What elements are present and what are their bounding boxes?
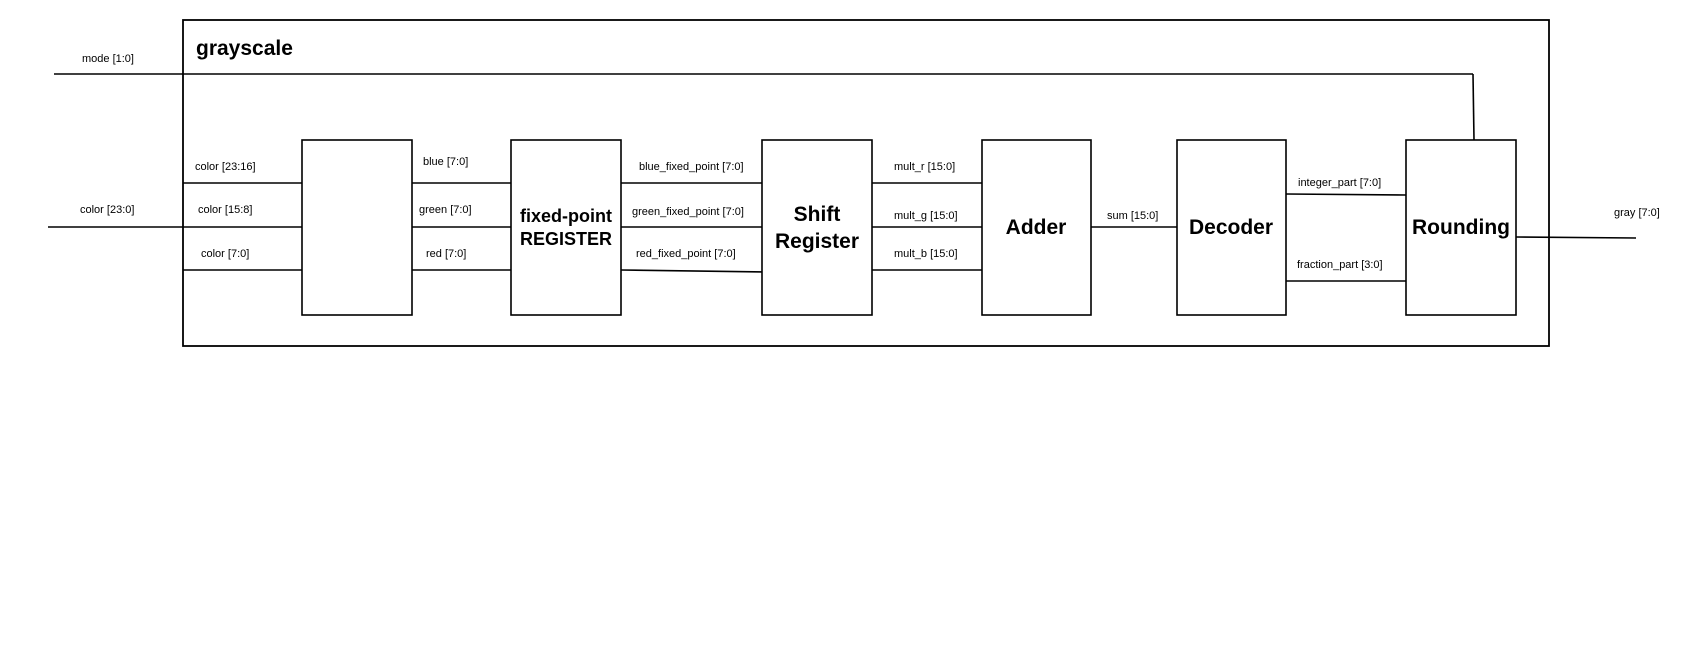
decoder-block (1176, 139, 1287, 316)
fixed-point-register-line2: REGISTER (520, 229, 612, 249)
shift-register-block (761, 139, 873, 316)
red-label: red [7:0] (426, 248, 466, 260)
integer-part-wire (1285, 193, 1407, 196)
module-title: grayscale (196, 37, 293, 60)
mult-b-label: mult_b [15:0] (894, 248, 958, 260)
adder-label: Adder (1006, 216, 1067, 239)
adder-block (981, 139, 1092, 316)
fixed-point-register-line1: fixed-point (520, 206, 612, 226)
blue-fixed-label: blue_fixed_point [7:0] (639, 161, 744, 173)
mode-input-label: mode [1:0] (82, 53, 134, 65)
shift-register-line2: Register (775, 230, 859, 253)
fixed-point-register-block (510, 139, 622, 316)
blue-label: blue [7:0] (423, 156, 468, 168)
rounding-label: Rounding (1412, 216, 1510, 239)
red-fixed-wire (620, 269, 765, 273)
gray-output-wire (1515, 236, 1637, 239)
color-hi-label: color [23:16] (195, 161, 256, 173)
fraction-part-label: fraction_part [3:0] (1297, 259, 1383, 271)
green-fixed-label: green_fixed_point [7:0] (632, 206, 744, 218)
splitter-block (301, 139, 413, 316)
sum-label: sum [15:0] (1107, 210, 1158, 222)
decoder-label: Decoder (1189, 216, 1273, 239)
mult-g-label: mult_g [15:0] (894, 210, 958, 222)
mult-r-label: mult_r [15:0] (894, 161, 955, 173)
color-input-label: color [23:0] (80, 204, 134, 216)
shift-register-line1: Shift (794, 203, 841, 226)
color-lo-label: color [7:0] (201, 248, 249, 260)
integer-part-label: integer_part [7:0] (1298, 177, 1381, 189)
gray-output-label: gray [7:0] (1614, 207, 1660, 219)
rounding-block (1405, 139, 1517, 316)
mode-drop-wire (1472, 73, 1475, 141)
color-mid-label: color [15:8] (198, 204, 252, 216)
red-fixed-label: red_fixed_point [7:0] (636, 248, 736, 260)
green-label: green [7:0] (419, 204, 472, 216)
